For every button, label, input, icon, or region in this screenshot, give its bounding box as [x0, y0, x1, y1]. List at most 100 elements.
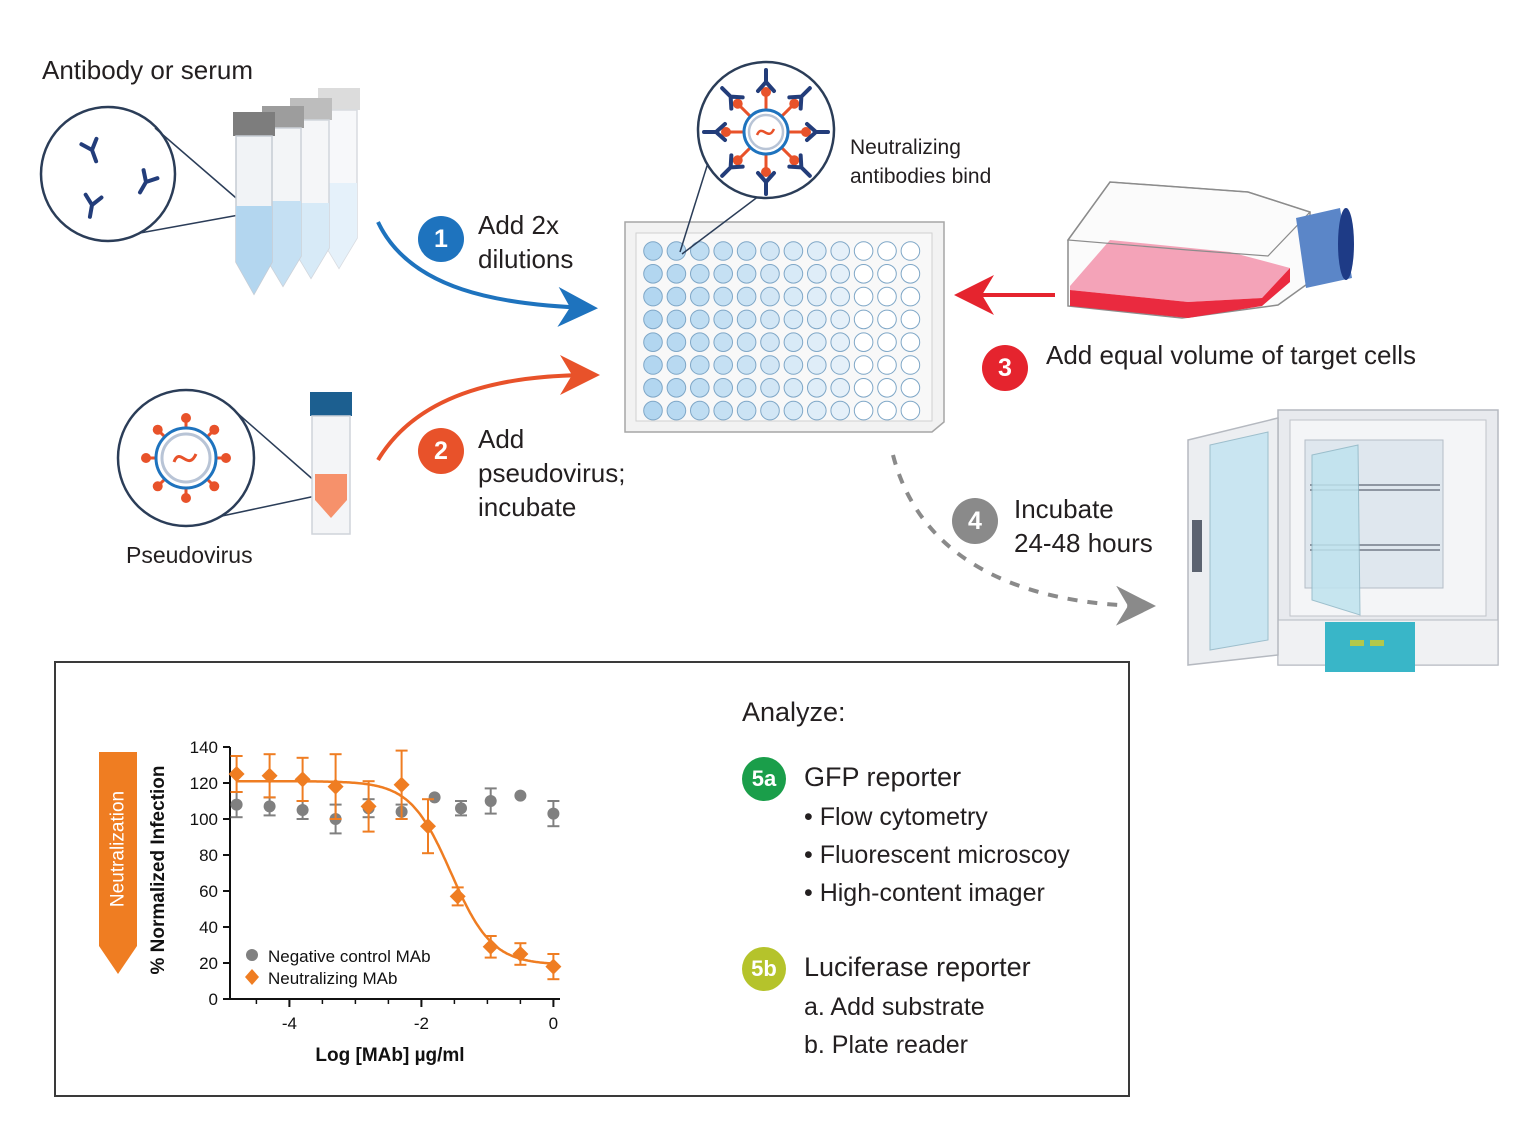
point-neutralizing — [545, 958, 562, 975]
plate-well — [713, 378, 734, 398]
plate-well — [713, 264, 734, 284]
legend-marker-negative — [246, 949, 258, 961]
step-1-line1: Add 2x — [478, 210, 559, 240]
legend-label-negative: Negative control MAb — [268, 947, 431, 966]
plate-well — [736, 332, 757, 353]
point-neutralizing — [360, 798, 377, 815]
arrow-step-2 — [376, 355, 600, 462]
plate-well — [666, 400, 687, 421]
plate-well — [736, 241, 757, 261]
plate-well — [830, 309, 851, 330]
plate-well — [736, 400, 757, 421]
plate-well — [736, 264, 757, 284]
plate-well — [643, 400, 663, 421]
plate-well — [666, 309, 687, 330]
step-3-badge: 3 — [982, 345, 1028, 391]
plate-well — [736, 378, 757, 398]
point-neutralizing — [482, 938, 499, 955]
neutralizing-label-line1: Neutralizing — [850, 136, 961, 159]
pseudovirus-zoom-circle — [116, 388, 326, 528]
plate-well — [736, 309, 757, 330]
chart-x-tick-label: -2 — [414, 1014, 429, 1033]
plate-well — [807, 332, 827, 353]
neutralization-arrow-tag: Neutralization — [99, 752, 137, 974]
plate-well — [690, 241, 710, 261]
plate-well — [783, 355, 804, 375]
plate-well — [853, 309, 874, 330]
pseudovirus-tube — [310, 392, 352, 535]
plate-well — [783, 332, 804, 353]
plate-well — [713, 286, 734, 307]
chart-y-tick-label: 20 — [199, 954, 218, 973]
plate-well — [760, 355, 780, 375]
plate-well — [690, 332, 710, 353]
plate-well — [877, 264, 897, 284]
point-neutralizing — [393, 776, 410, 793]
plate-well — [900, 378, 921, 398]
plate-well — [853, 264, 874, 284]
neutralization-tag-label: Neutralization — [108, 791, 129, 907]
luciferase-item-2: b. Plate reader — [804, 1031, 968, 1059]
plate-well — [830, 241, 851, 261]
plate-well — [853, 355, 874, 375]
plate-well — [713, 332, 734, 353]
antibody-zoom-circle — [39, 105, 251, 243]
step-3-line1: Add equal volume of target cells — [1046, 340, 1416, 370]
plate-well — [760, 264, 780, 284]
point-negative-control — [428, 791, 441, 804]
pseudovirus-label: Pseudovirus — [126, 542, 253, 568]
plate-well — [760, 241, 780, 261]
step-2-line3: incubate — [478, 492, 577, 522]
step-4-line1: Incubate — [1014, 494, 1114, 524]
gfp-item-3: • High-content imager — [804, 879, 1045, 907]
plate-well — [807, 355, 827, 375]
plate-well — [643, 378, 663, 398]
point-neutralizing — [327, 778, 344, 795]
plate-well — [853, 286, 874, 307]
plate-well — [666, 355, 687, 375]
gfp-item-2: • Fluorescent microscoy — [804, 841, 1070, 869]
plate-well — [807, 241, 827, 261]
plate-well — [877, 355, 897, 375]
plate-well — [666, 332, 687, 353]
plate-well — [830, 332, 851, 353]
plate-well — [713, 400, 734, 421]
plate-well — [900, 264, 921, 284]
plate-well — [853, 400, 874, 421]
plate-well — [643, 264, 663, 284]
plate-well — [643, 309, 663, 330]
plate-well — [783, 400, 804, 421]
point-negative-control — [455, 802, 467, 815]
plate-well — [760, 400, 780, 421]
well-plate — [624, 221, 945, 433]
chart-x-axis-label: Log [MAb] µg/ml — [315, 1045, 464, 1066]
plate-well — [853, 241, 874, 261]
point-neutralizing — [228, 766, 245, 782]
analyze-title: Analyze: — [742, 697, 846, 727]
gfp-badge: 5a — [742, 757, 786, 801]
plate-well — [783, 286, 804, 307]
plate-well — [643, 355, 663, 375]
plate-well — [690, 286, 710, 307]
plate-well — [783, 241, 804, 261]
plate-well — [900, 241, 921, 261]
point-neutralizing — [512, 946, 529, 962]
point-negative-control — [296, 804, 309, 816]
chart-y-tick-label: 80 — [199, 846, 218, 865]
step-1-badge: 1 — [418, 216, 464, 262]
gfp-title: GFP reporter — [804, 762, 962, 792]
plate-well — [643, 241, 663, 261]
step-4-badge: 4 — [952, 498, 998, 544]
plate-well — [830, 355, 851, 375]
plate-well — [736, 286, 757, 307]
plate-well — [830, 286, 851, 307]
plate-well — [713, 355, 734, 375]
plate-well — [690, 378, 710, 398]
point-negative-control — [514, 789, 527, 802]
plate-well — [900, 355, 921, 375]
plate-well — [900, 400, 921, 421]
point-negative-control — [230, 798, 243, 811]
plate-well — [830, 378, 851, 398]
plate-well — [690, 309, 710, 330]
